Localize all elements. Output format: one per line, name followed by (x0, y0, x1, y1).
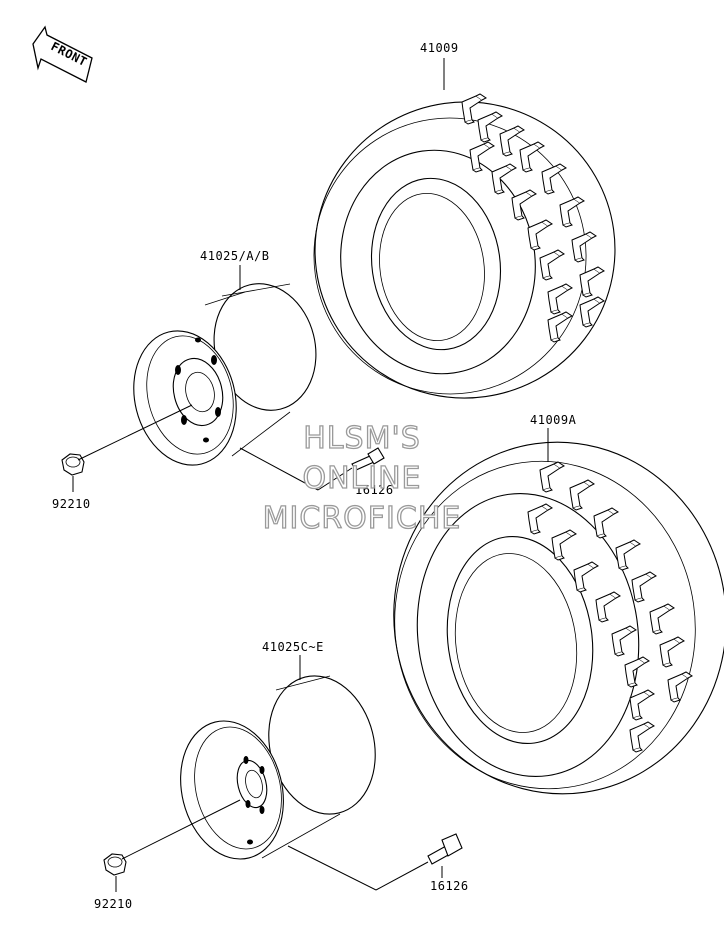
front-wheel-rim (133, 283, 317, 466)
watermark-line-3: MICROFICHE (263, 501, 462, 536)
watermark-line-1: HLSM'S (303, 421, 421, 456)
front-tire (313, 93, 616, 399)
rear-nut-part-number: 92210 (94, 897, 133, 911)
rear-valve-stem (427, 833, 463, 865)
rear-valve-part-number: 16126 (430, 879, 469, 893)
rear-valve-leader-b (375, 861, 429, 891)
front-nut-part-number: 92210 (52, 497, 91, 511)
rear-tire (393, 441, 724, 795)
front-valve-stem (351, 447, 385, 471)
front-wheel-part-number: 41025/A/B (200, 249, 270, 263)
rear-valve-leader-a (287, 845, 377, 891)
front-valve-leader-b (317, 467, 353, 491)
rear-nut-leader (121, 799, 241, 860)
front-valve-part-number: 16126 (355, 483, 394, 497)
front-tire-part-number: 41009 (420, 41, 459, 55)
watermark: HLSM'S ONLINE MICROFICHE (262, 420, 462, 536)
rear-wheel-rim (180, 675, 376, 860)
rear-lug-nut (103, 853, 127, 876)
front-lug-nut (61, 453, 85, 476)
watermark-line-2: ONLINE (302, 461, 421, 496)
rear-wheel-part-number: 41025C~E (262, 640, 324, 654)
front-nut-leader (77, 404, 193, 461)
rear-tire-part-number: 41009A (530, 413, 577, 427)
front-arrow-icon: FRONT (32, 25, 93, 83)
front-valve-leader-a (239, 447, 319, 491)
